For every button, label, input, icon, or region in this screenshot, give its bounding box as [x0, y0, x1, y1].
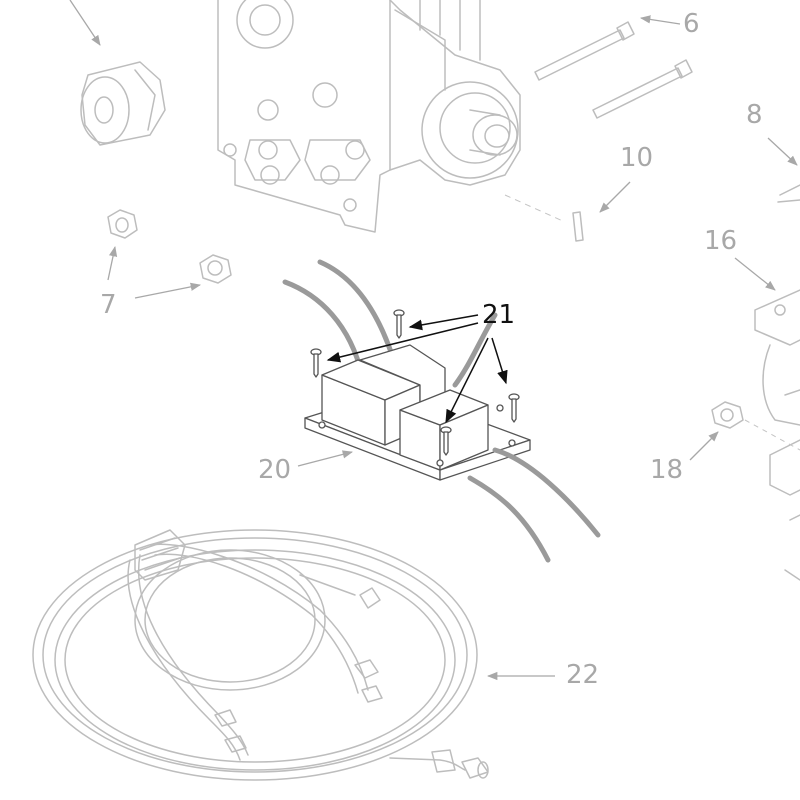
callout-8: 8	[746, 100, 763, 130]
screw-c	[508, 393, 520, 423]
coupling-leader	[69, 0, 101, 46]
part-21-leader-a	[408, 314, 479, 331]
part-16-leader	[734, 257, 776, 291]
part-20-leader	[297, 450, 354, 467]
screw-b	[310, 348, 322, 378]
part-8-leader	[767, 137, 798, 166]
part-16-bearing-block	[754, 289, 800, 581]
screw-d	[440, 426, 452, 456]
callout-10: 10	[620, 143, 653, 173]
callout-21: 21	[482, 300, 515, 330]
part-22-cable-harness	[32, 529, 489, 781]
part-8	[777, 184, 800, 203]
part-6-leader	[639, 15, 681, 25]
callout-20: 20	[258, 455, 291, 485]
part-7-leader-a	[107, 245, 118, 281]
part-21-screws	[310, 309, 520, 456]
callout-18: 18	[650, 455, 683, 485]
callout-6: 6	[683, 9, 700, 39]
part-10-leader	[599, 181, 631, 213]
part-7-leader-b	[134, 282, 202, 299]
screw-a	[393, 309, 405, 339]
part-20-terminal-block	[282, 259, 601, 563]
part-18-nut	[711, 401, 800, 451]
part-18-leader	[689, 431, 719, 461]
coupling-part	[80, 61, 166, 146]
gearbox-housing	[217, 0, 566, 233]
part-6-screws	[534, 21, 693, 119]
part-10-pin	[572, 211, 584, 242]
callout-16: 16	[704, 226, 737, 256]
callout-7: 7	[100, 290, 117, 320]
part-21-leader-c	[445, 337, 489, 424]
part-7-nuts	[107, 209, 232, 284]
part-21-leader-b	[326, 322, 479, 363]
part-21-leader-d	[491, 337, 508, 385]
callout-22: 22	[566, 660, 599, 690]
